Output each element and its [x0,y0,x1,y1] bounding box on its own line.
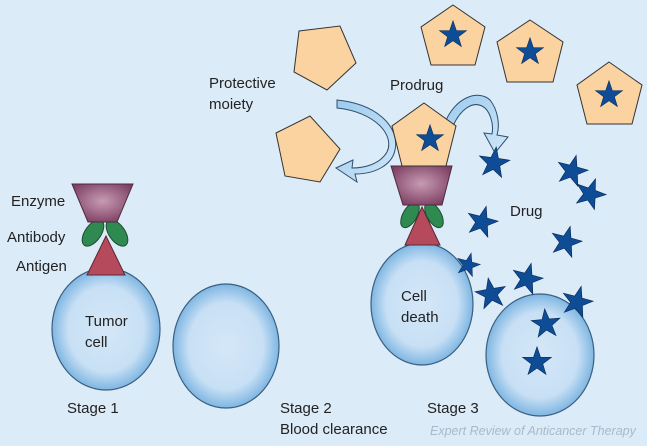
label-tumor-line1: Tumor [85,313,128,330]
enzyme-shape-stage3 [390,165,453,206]
label-enzyme: Enzyme [11,193,65,210]
drug-star [464,202,501,238]
label-cell-line2: death [401,309,439,326]
label-antibody: Antibody [7,229,66,246]
label-cell-line1: Cell [401,288,427,305]
label-stage2-line2: Blood clearance [280,421,388,438]
label-stage2-line1: Stage 2 [280,400,332,417]
label-protective-line1: Protective [209,75,276,92]
label-stage3: Stage 3 [427,400,479,417]
release-arrow [334,99,397,184]
drug-star [473,275,508,309]
journal-credit: Expert Review of Anticancer Therapy [430,424,637,438]
protective-moiety-pentagon [275,115,341,183]
antigen-triangle [86,234,126,276]
antigen-triangle-stage3 [404,205,441,246]
drug-star [548,222,585,258]
label-drug: Drug [510,203,543,220]
drug-star [554,151,591,187]
enzyme-shape [71,183,134,223]
label-prodrug: Prodrug [390,77,443,94]
protective-moiety-pentagon [293,25,357,91]
label-antigen: Antigen [16,258,67,275]
label-protective-line2: moiety [209,96,254,113]
label-stage1: Stage 1 [67,400,119,417]
cleared-cell [172,283,280,409]
drug-star [509,259,546,295]
label-tumor-line2: cell [85,334,108,351]
